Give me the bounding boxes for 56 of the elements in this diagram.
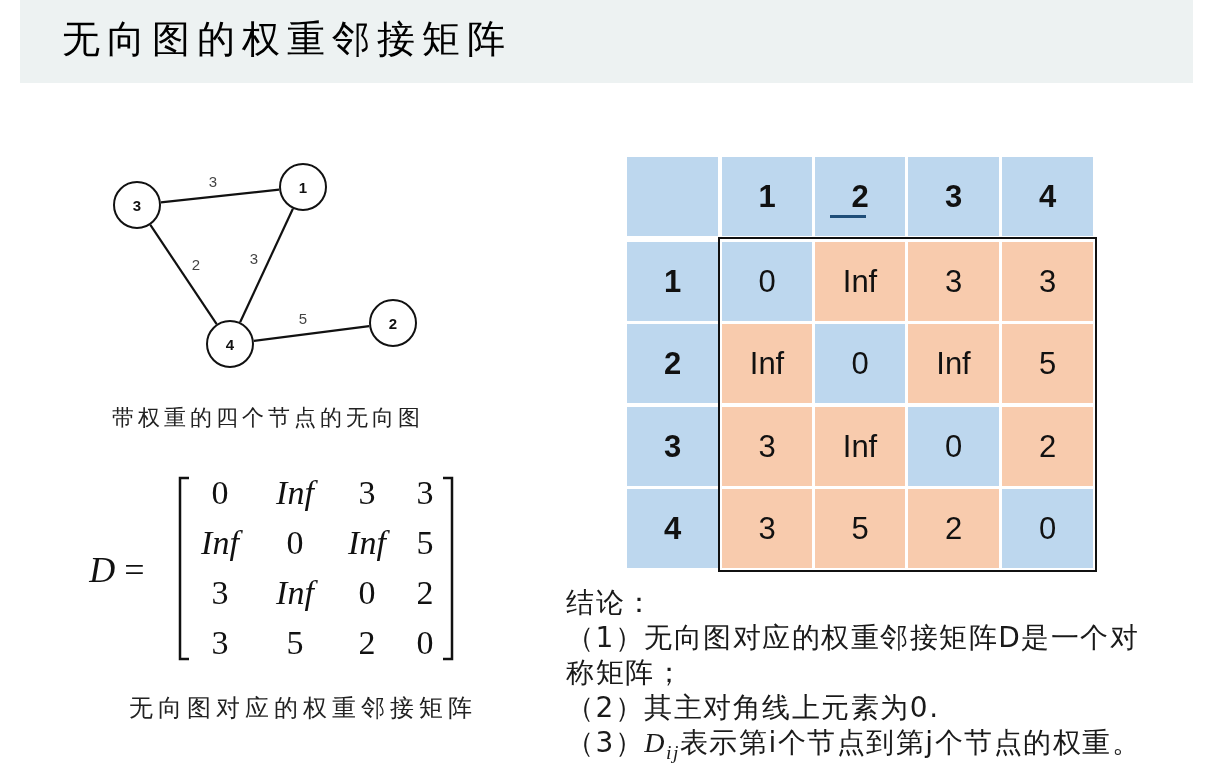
- node-circle: 2: [369, 299, 417, 347]
- edge-label: 2: [191, 256, 201, 272]
- row-header-cell: 2: [627, 324, 718, 403]
- table-cell: Inf: [815, 407, 905, 486]
- figure-caption: 无向图对应的权重邻接矩阵: [129, 693, 477, 723]
- edge-line: [149, 224, 218, 325]
- row-header-cell: 1: [627, 242, 718, 321]
- matrix-entry: 0: [358, 576, 376, 610]
- table-cell: 3: [908, 242, 999, 321]
- table-cell: 3: [722, 489, 812, 568]
- table-cell: 2: [1002, 407, 1093, 486]
- matrix-entry: 3: [211, 626, 229, 660]
- matrix-entry: 3: [416, 476, 434, 510]
- conclusion-item: （2）其主对角线上元素为0.: [566, 690, 941, 725]
- matrix-entry: 5: [286, 626, 304, 660]
- table-cell: 5: [815, 489, 905, 568]
- column-header-cell: 1: [722, 157, 812, 236]
- matrix-entry: 5: [416, 526, 434, 560]
- conclusion-item: （3）D$_{ij}$表示第i个节点到第j个节点的权重。: [566, 725, 1142, 765]
- edge-label: 3: [208, 173, 218, 189]
- edge-line: [239, 208, 294, 323]
- row-header-cell: 3: [627, 407, 718, 486]
- table-cell: Inf: [908, 324, 999, 403]
- row-header-cell: 4: [627, 489, 718, 568]
- column-header-cell: 3: [908, 157, 999, 236]
- matrix-entry: 0: [416, 626, 434, 660]
- matrix-symbol: D =: [89, 552, 145, 588]
- matrix-entry: 3: [211, 576, 229, 610]
- slide-title: 无向图的权重邻接矩阵: [62, 16, 512, 62]
- column-header-cell: 2: [815, 157, 905, 236]
- table-cell: 3: [1002, 242, 1093, 321]
- table-cell: 0: [1002, 489, 1093, 568]
- table-cell: 0: [908, 407, 999, 486]
- table-cell: Inf: [722, 324, 812, 403]
- matrix-entry: 2: [416, 576, 434, 610]
- table-cell: 0: [722, 242, 812, 321]
- matrix-entry: 3: [358, 476, 376, 510]
- column-header-cell: 4: [1002, 157, 1093, 236]
- conclusion-heading: 结论：: [566, 585, 656, 620]
- table-cell: 3: [722, 407, 812, 486]
- edge-line: [160, 188, 280, 204]
- node-circle: 1: [279, 163, 327, 211]
- edge-label: 3: [249, 250, 259, 266]
- matrix-entry: 2: [358, 626, 376, 660]
- matrix-entry: 0: [211, 476, 229, 510]
- table-cell: 2: [908, 489, 999, 568]
- conclusion-item: （1）无向图对应的权重邻接矩阵D是一个对称矩阵；: [566, 620, 1141, 690]
- table-cell: Inf: [815, 242, 905, 321]
- edge-label: 5: [298, 310, 308, 326]
- table-cell: 0: [815, 324, 905, 403]
- table-cell: 5: [1002, 324, 1093, 403]
- matrix-entry: 0: [286, 526, 304, 560]
- node-circle: 4: [206, 320, 254, 368]
- edge-line: [253, 324, 370, 343]
- node-circle: 3: [113, 181, 161, 229]
- figure-caption: 带权重的四个节点的无向图: [112, 404, 424, 432]
